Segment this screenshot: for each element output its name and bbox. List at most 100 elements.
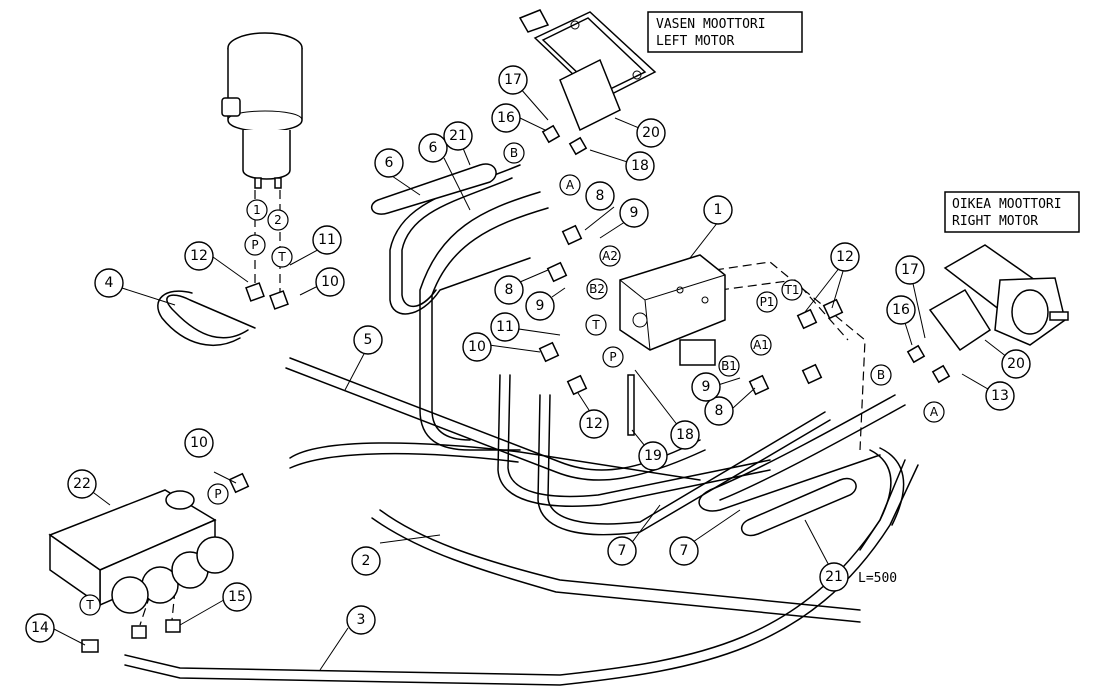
port-valve-p: P — [207, 483, 229, 505]
right-motor-label: OIKEA MOOTTORI RIGHT MOTOR — [944, 191, 1080, 233]
hose-length-label: L=500 — [858, 571, 897, 586]
svg-text:6: 6 — [385, 155, 394, 171]
callout-3: 3 — [346, 605, 376, 635]
callout-12b: 12 — [579, 409, 609, 439]
callout-7a: 7 — [607, 536, 637, 566]
callout-8a: 8 — [585, 181, 615, 211]
callout-16b: 16 — [886, 295, 916, 325]
svg-text:B1: B1 — [721, 359, 737, 373]
oil-tank — [221, 32, 303, 189]
svg-text:4: 4 — [105, 275, 114, 291]
port-tank-t: T — [271, 246, 293, 268]
port-tank-1: 1 — [246, 199, 268, 221]
callout-10a: 10 — [462, 332, 492, 362]
hose-3 — [124, 459, 906, 676]
left-motor-label-fi: VASEN MOOTTORI — [656, 17, 766, 32]
right-motor — [928, 244, 1069, 352]
svg-text:21: 21 — [449, 128, 467, 144]
port-p: P — [602, 346, 624, 368]
svg-text:10: 10 — [190, 435, 208, 451]
svg-text:8: 8 — [715, 403, 724, 419]
callout-5: 5 — [353, 325, 383, 355]
sleeve-21-lower — [740, 477, 857, 537]
sleeve-21-upper — [370, 163, 497, 215]
svg-text:6: 6 — [429, 140, 438, 156]
port-a2: A2 — [599, 245, 621, 267]
svg-text:22: 22 — [73, 476, 91, 492]
svg-text:8: 8 — [596, 188, 605, 204]
svg-text:9: 9 — [702, 379, 711, 395]
svg-text:8: 8 — [505, 282, 514, 298]
hose-7a — [497, 374, 771, 507]
svg-text:B2: B2 — [589, 282, 605, 296]
callout-16a: 16 — [491, 103, 521, 133]
port-a1: A1 — [750, 334, 772, 356]
callout-6b: 6 — [418, 133, 448, 163]
right-motor-label-fi: OIKEA MOOTTORI — [952, 197, 1062, 212]
svg-text:2: 2 — [362, 553, 371, 569]
callout-20a: 20 — [636, 118, 666, 148]
svg-text:P: P — [251, 238, 258, 252]
left-motor — [518, 9, 657, 132]
callout-11b: 11 — [490, 312, 520, 342]
svg-text:16: 16 — [892, 302, 910, 318]
port-tank-2: 2 — [267, 209, 289, 231]
callout-17a: 17 — [498, 65, 528, 95]
svg-text:P: P — [214, 487, 221, 501]
hose-6b — [419, 191, 541, 451]
port-tank-p: P — [244, 234, 266, 256]
port-b2: B2 — [586, 278, 608, 300]
svg-text:12: 12 — [585, 416, 603, 432]
callout-11a: 11 — [312, 225, 342, 255]
protective-sleeves — [370, 163, 857, 537]
svg-text:16: 16 — [497, 110, 515, 126]
callout-4: 4 — [94, 268, 124, 298]
callout-9b: 9 — [525, 291, 555, 321]
callout-19: 19 — [638, 441, 668, 471]
port-markers: 1 2 P T B A A2 B2 T P P1 T1 A1 B1 B A P … — [79, 142, 945, 616]
right-motor-label-en: RIGHT MOTOR — [952, 214, 1038, 229]
svg-text:9: 9 — [536, 298, 545, 314]
svg-text:B: B — [510, 146, 518, 160]
svg-text:20: 20 — [642, 125, 660, 141]
callout-9a: 9 — [619, 198, 649, 228]
svg-text:1: 1 — [253, 203, 261, 217]
port-left-motor-a: A — [559, 174, 581, 196]
callout-13: 13 — [985, 381, 1015, 411]
left-motor-label: VASEN MOOTTORI LEFT MOTOR — [647, 11, 803, 53]
hose-4 — [166, 294, 256, 339]
port-right-motor-b: B — [870, 364, 892, 386]
svg-text:18: 18 — [676, 427, 694, 443]
svg-text:T: T — [85, 598, 94, 612]
svg-text:12: 12 — [190, 248, 208, 264]
fittings — [81, 124, 951, 653]
svg-text:5: 5 — [364, 332, 373, 348]
svg-text:A: A — [566, 178, 575, 192]
svg-text:T1: T1 — [784, 283, 800, 297]
svg-text:20: 20 — [1007, 356, 1025, 372]
port-p1: P1 — [756, 291, 778, 313]
callout-1: 1 — [703, 195, 733, 225]
svg-text:T: T — [277, 250, 286, 264]
callout-21b: 21 — [819, 562, 849, 592]
svg-text:19: 19 — [644, 448, 662, 464]
callout-17b: 17 — [895, 255, 925, 285]
callout-8b: 8 — [494, 275, 524, 305]
svg-text:1: 1 — [714, 202, 723, 218]
port-b1: B1 — [718, 355, 740, 377]
svg-text:21: 21 — [825, 569, 843, 585]
callout-21a: 21 — [443, 121, 473, 151]
callout-18a: 18 — [625, 151, 655, 181]
svg-text:9: 9 — [630, 205, 639, 221]
callout-18b: 18 — [670, 420, 700, 450]
svg-text:A: A — [930, 405, 939, 419]
callout-20b: 20 — [1001, 349, 1031, 379]
svg-text:A1: A1 — [753, 338, 769, 352]
svg-text:A2: A2 — [602, 249, 618, 263]
svg-text:18: 18 — [631, 158, 649, 174]
callout-14: 14 — [25, 613, 55, 643]
callout-22: 22 — [67, 469, 97, 499]
callout-bubbles: 1 2 3 4 5 6 6 7 7 8 8 8 9 9 9 10 10 10 1… — [25, 65, 1031, 643]
svg-text:P1: P1 — [760, 295, 775, 309]
